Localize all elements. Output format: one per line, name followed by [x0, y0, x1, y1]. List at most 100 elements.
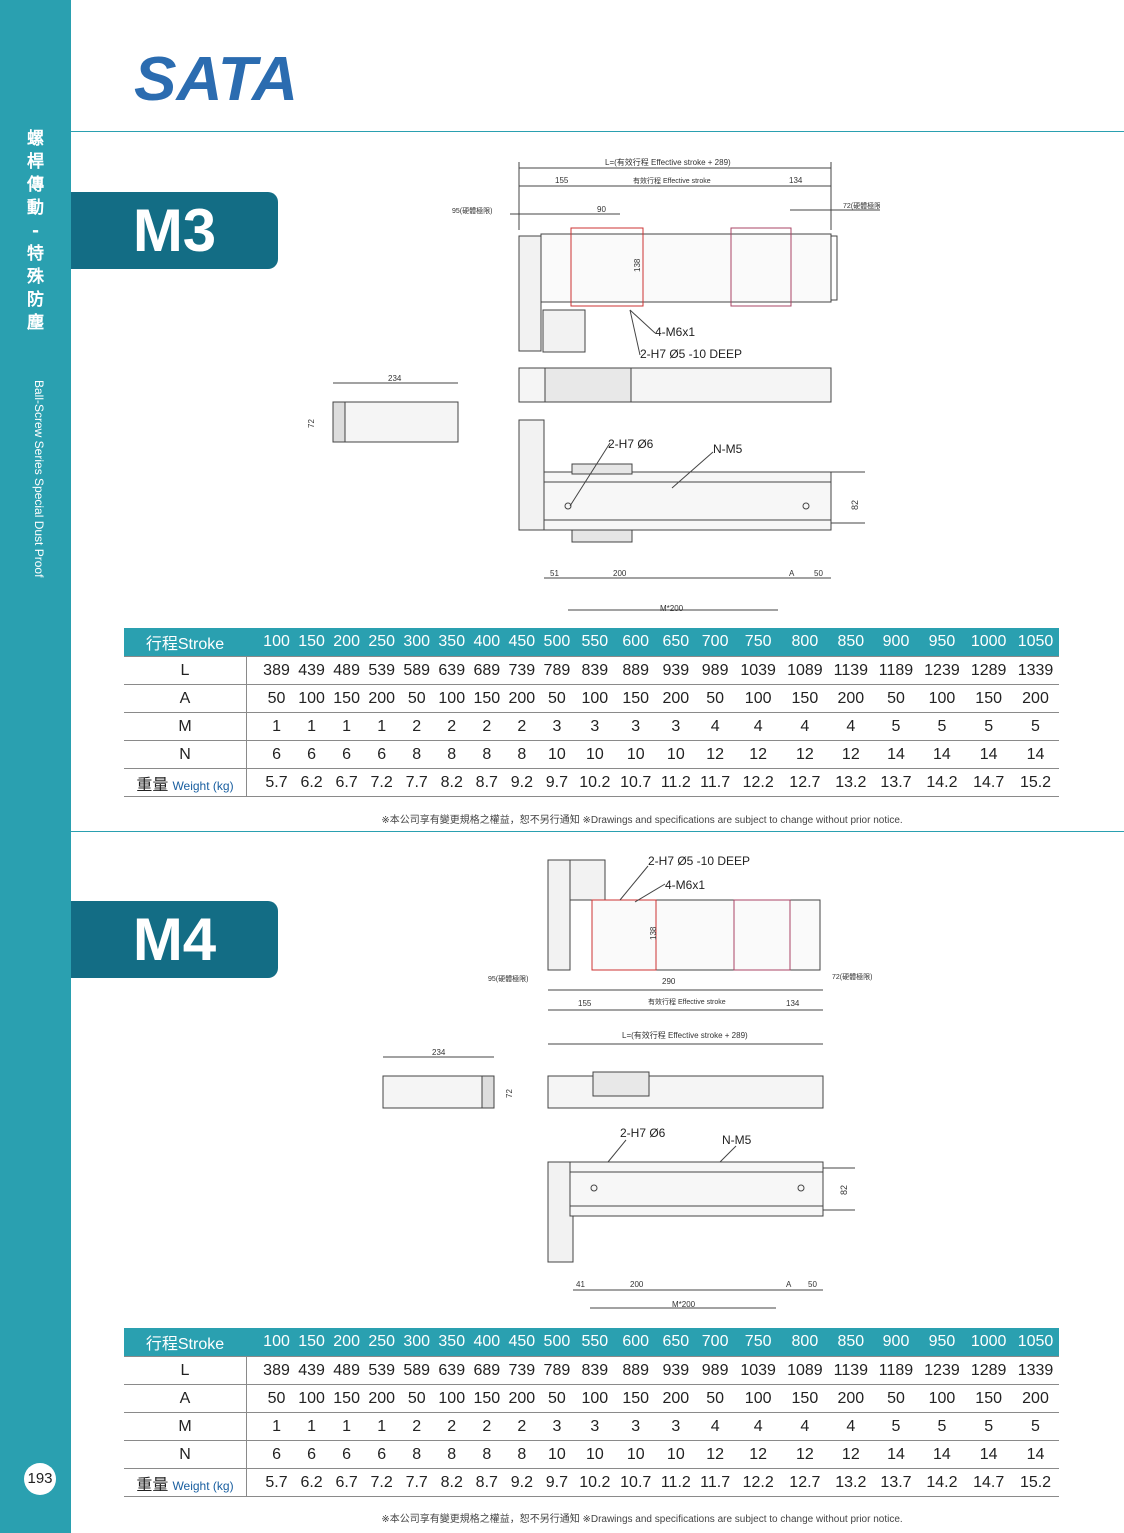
table-cell: 10.2 — [574, 1468, 616, 1497]
table-cell: 50 — [399, 1384, 435, 1413]
table-cell: 5 — [918, 712, 966, 741]
table-cell: 5 — [965, 1412, 1013, 1441]
table-cell: 639 — [434, 1356, 470, 1385]
table-cell: 3 — [615, 712, 657, 741]
svg-text:2-H7 Ø5 -10 DEEP: 2-H7 Ø5 -10 DEEP — [648, 854, 750, 868]
stroke-header-cell: 200 — [329, 1328, 365, 1357]
table-cell: 11.2 — [656, 768, 696, 797]
table-cell: 6.2 — [294, 1468, 330, 1497]
table-cell: 3 — [539, 1412, 575, 1441]
table-cell: 100 — [434, 1384, 470, 1413]
sidebar-zh-char: 傳 — [27, 175, 44, 195]
logo-text: SATA — [134, 48, 298, 104]
svg-text:134: 134 — [789, 176, 803, 185]
table-cell: 2 — [399, 1412, 435, 1441]
table-cell: 2 — [399, 712, 435, 741]
table-cell: 939 — [656, 1356, 696, 1385]
table-cell: 6 — [294, 740, 330, 769]
table-cell: 439 — [294, 1356, 330, 1385]
stroke-header-cell: 850 — [828, 628, 874, 657]
table-cell: 200 — [1012, 684, 1059, 713]
table-cell: 739 — [504, 656, 540, 685]
stroke-header-cell: 150 — [294, 1328, 330, 1357]
table-cell: 14.7 — [965, 768, 1013, 797]
svg-text:N-M5: N-M5 — [713, 442, 743, 456]
sata-logo: SATA — [134, 48, 298, 104]
table-cell: 12 — [695, 740, 735, 769]
stroke-header-cell: 450 — [504, 1328, 540, 1357]
m4-technical-drawing: 2-H7 Ø5 -10 DEEP 4-M6x1 138 95(硬體極限) 72(… — [382, 854, 872, 1309]
table-cell: 1 — [329, 712, 365, 741]
table-cell: 6.7 — [329, 768, 365, 797]
m3-technical-drawing: L=(有效行程 Effective stroke + 289) 155 有效行程… — [307, 157, 880, 613]
table-cell: 8 — [434, 740, 470, 769]
stroke-header-cell: 550 — [574, 628, 616, 657]
page-number: 193 — [24, 1463, 56, 1495]
table-cell: 14 — [965, 1440, 1013, 1469]
table-cell: 8 — [504, 1440, 540, 1469]
stroke-header-cell: 850 — [828, 1328, 874, 1357]
stroke-header-cell: 100 — [259, 1328, 295, 1357]
table-cell: 8.7 — [469, 1468, 505, 1497]
table-cell: 14 — [1012, 1440, 1059, 1469]
table-cell: 589 — [399, 656, 435, 685]
stroke-header-label: 行程Stroke — [124, 1328, 247, 1357]
table-cell: 50 — [873, 1384, 919, 1413]
svg-text:95(硬體極限): 95(硬體極限) — [452, 206, 492, 215]
table-cell: 5 — [1012, 712, 1059, 741]
table-cell: 10 — [656, 740, 696, 769]
table-cell: 489 — [329, 656, 365, 685]
svg-text:134: 134 — [786, 999, 800, 1008]
sidebar-zh-char: 動 — [27, 198, 44, 218]
sidebar-zh-char: 防 — [27, 290, 44, 310]
stroke-header-cell: 350 — [434, 1328, 470, 1357]
stroke-header-cell: 900 — [873, 628, 919, 657]
row-label: M — [124, 1412, 247, 1441]
svg-text:290: 290 — [662, 977, 676, 986]
table-cell: 12 — [828, 1440, 874, 1469]
table-cell: 12 — [734, 740, 782, 769]
table-cell: 2 — [434, 1412, 470, 1441]
table-cell: 7.2 — [364, 768, 400, 797]
row-label: M — [124, 712, 247, 741]
m3-dim-L: L=(有效行程 Effective stroke + 289) — [605, 157, 731, 167]
table-cell: 5 — [1012, 1412, 1059, 1441]
row-label: A — [124, 1384, 247, 1413]
stroke-header-cell: 1000 — [965, 628, 1013, 657]
table-cell: 3 — [656, 712, 696, 741]
table-cell: 14.2 — [918, 1468, 966, 1497]
svg-text:50: 50 — [814, 569, 823, 578]
sidebar-zh-char: 塵 — [27, 313, 44, 333]
table-cell: 1 — [294, 712, 330, 741]
table-cell: 100 — [574, 1384, 616, 1413]
model-badge-m3: M3 — [71, 192, 278, 269]
table-cell: 3 — [656, 1412, 696, 1441]
table-cell: 50 — [695, 1384, 735, 1413]
table-cell: 789 — [539, 656, 575, 685]
table-cell: 989 — [695, 1356, 735, 1385]
table-cell: 1039 — [734, 656, 782, 685]
table-cell: 12 — [828, 740, 874, 769]
svg-text:90: 90 — [597, 205, 606, 214]
table-cell: 1289 — [965, 1356, 1013, 1385]
table-cell: 1 — [259, 1412, 295, 1441]
svg-text:M*200: M*200 — [660, 604, 684, 613]
svg-text:有效行程 Effective stroke: 有效行程 Effective stroke — [648, 997, 726, 1006]
table-cell: 5.7 — [259, 768, 295, 797]
table-cell: 10.2 — [574, 768, 616, 797]
table-cell: 6 — [364, 1440, 400, 1469]
table-cell: 1139 — [828, 656, 874, 685]
table-cell: 9.7 — [539, 768, 575, 797]
table-cell: 6 — [329, 740, 365, 769]
table-cell: 200 — [828, 1384, 874, 1413]
table-cell: 12.7 — [781, 768, 829, 797]
table-cell: 839 — [574, 656, 616, 685]
table-cell: 8 — [399, 1440, 435, 1469]
svg-text:138: 138 — [633, 258, 642, 272]
stroke-header-cell: 950 — [918, 628, 966, 657]
table-cell: 689 — [469, 656, 505, 685]
table-cell: 4 — [828, 1412, 874, 1441]
